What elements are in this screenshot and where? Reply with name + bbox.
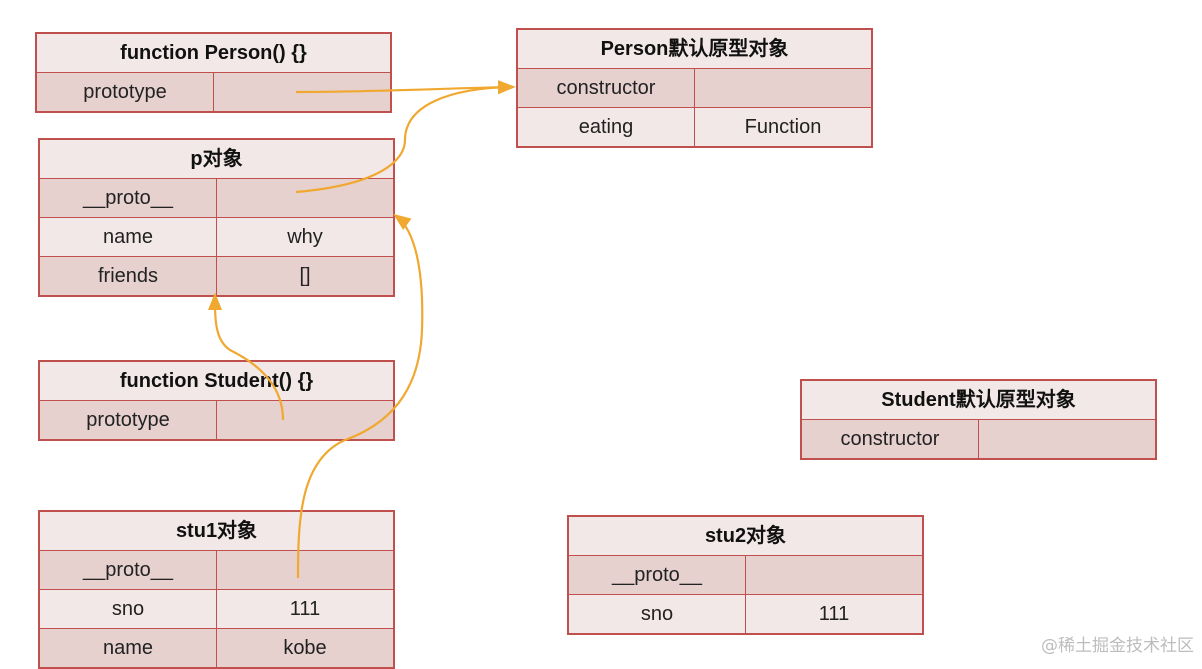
p-proto-row: __proto__: [40, 179, 393, 218]
student-proto-constructor-key: constructor: [802, 420, 979, 458]
stu1-proto-value: [217, 551, 393, 589]
student-proto-constructor-row: constructor: [802, 420, 1155, 458]
stu2-proto-value: [746, 556, 922, 594]
stu2-sno-value: 111: [818, 603, 850, 625]
p-name-key: name: [40, 218, 217, 256]
stu1-proto-row: __proto__: [40, 551, 393, 590]
stu2-proto-row: __proto__: [569, 556, 922, 595]
p-friends-key: friends: [40, 257, 217, 295]
person-proto-constructor-key: constructor: [518, 69, 695, 107]
person-proto-eating-value: Function: [744, 116, 822, 138]
stu2-proto-key: __proto__: [569, 556, 746, 594]
student-prototype-object-box: Student默认原型对象 constructor: [800, 379, 1157, 460]
student-prototype-key: prototype: [40, 401, 217, 439]
person-prototype-object-title: Person默认原型对象: [518, 30, 871, 69]
student-prototype-value: [217, 401, 393, 439]
p-proto-key: __proto__: [40, 179, 217, 217]
stu1-sno-value: 111: [289, 598, 321, 620]
stu1-sno-key: sno: [40, 590, 217, 628]
student-proto-constructor-value: [979, 420, 1155, 458]
stu2-sno-row: sno 111: [569, 595, 922, 633]
student-prototype-object-title: Student默认原型对象: [802, 381, 1155, 420]
person-prototype-object-box: Person默认原型对象 constructor eating Function: [516, 28, 873, 148]
person-function-title: function Person() {}: [37, 34, 390, 73]
person-prototype-row: prototype: [37, 73, 390, 111]
p-object-box: p对象 __proto__ name why friends []: [38, 138, 395, 297]
p-proto-value: [217, 179, 393, 217]
stu1-name-key: name: [40, 629, 217, 667]
person-proto-eating-key: eating: [518, 108, 695, 146]
person-proto-constructor-row: constructor: [518, 69, 871, 108]
stu2-object-box: stu2对象 __proto__ sno 111: [567, 515, 924, 635]
student-prototype-row: prototype: [40, 401, 393, 439]
p-friends-value: []: [299, 265, 311, 287]
stu1-object-box: stu1对象 __proto__ sno 111 name kobe: [38, 510, 395, 669]
person-prototype-value: [214, 73, 390, 111]
person-prototype-key: prototype: [37, 73, 214, 111]
stu1-object-title: stu1对象: [40, 512, 393, 551]
p-object-title: p对象: [40, 140, 393, 179]
stu1-name-row: name kobe: [40, 629, 393, 667]
p-name-row: name why: [40, 218, 393, 257]
student-function-title: function Student() {}: [40, 362, 393, 401]
stu2-sno-key: sno: [569, 595, 746, 633]
p-name-value: why: [287, 226, 323, 248]
stu2-object-title: stu2对象: [569, 517, 922, 556]
watermark-text: @稀土掘金技术社区: [1041, 636, 1194, 656]
stu1-sno-row: sno 111: [40, 590, 393, 629]
person-proto-constructor-value: [695, 69, 871, 107]
person-function-box: function Person() {} prototype: [35, 32, 392, 113]
p-friends-row: friends []: [40, 257, 393, 295]
stu1-name-value: kobe: [283, 637, 327, 659]
student-function-box: function Student() {} prototype: [38, 360, 395, 441]
person-proto-eating-row: eating Function: [518, 108, 871, 146]
stu1-proto-key: __proto__: [40, 551, 217, 589]
